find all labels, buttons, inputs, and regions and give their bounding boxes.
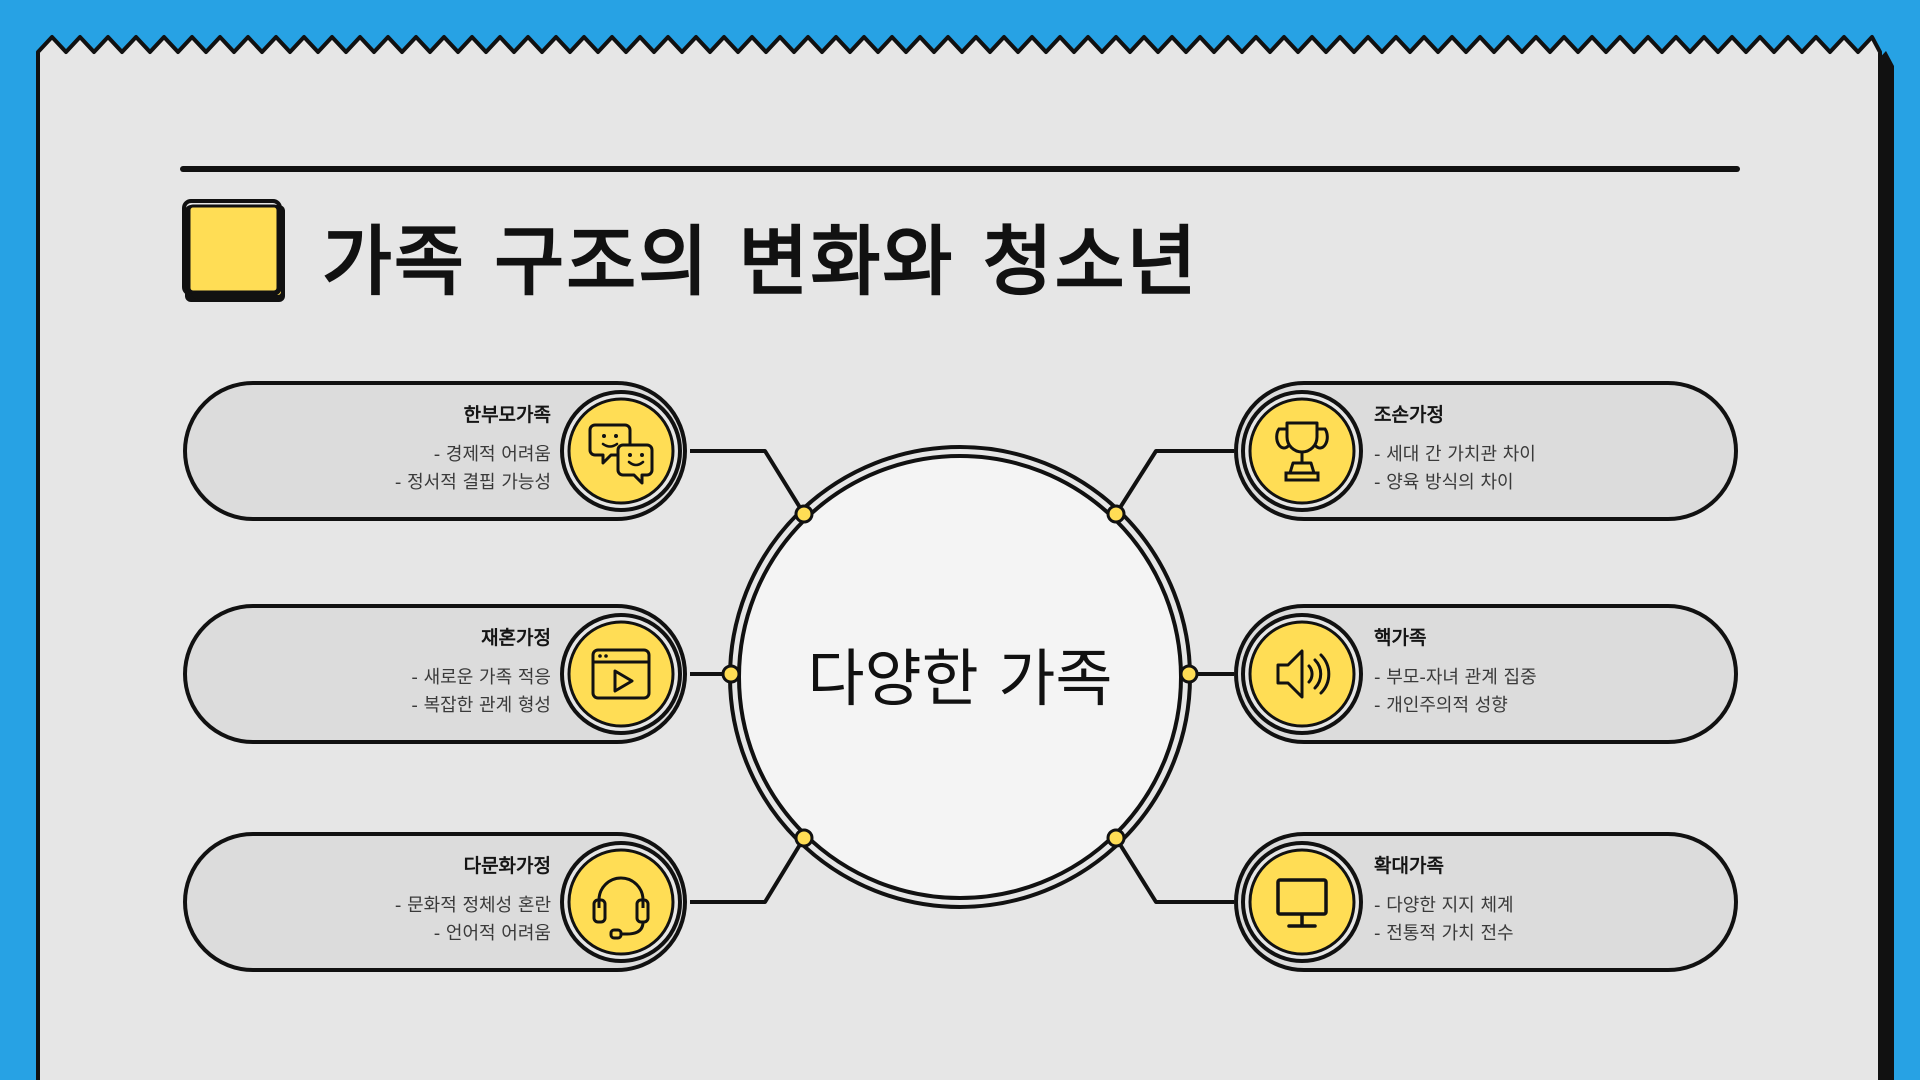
node-detail-line: - 정서적 결핍 가능성	[395, 472, 551, 493]
connector-left-0	[690, 449, 806, 516]
node-right-0: 조손가정 - 세대 간 가치관 차이 - 양육 방식의 차이	[1234, 381, 1738, 521]
title-square-icon	[182, 199, 285, 302]
node-right-1: 핵가족 - 부모-자녀 관계 집중 - 개인주의적 성향	[1234, 604, 1738, 744]
node-detail-line: - 언어적 어려움	[434, 923, 551, 944]
node-detail-line: - 문화적 정체성 혼란	[395, 895, 551, 916]
node-detail-line: - 세대 간 가치관 차이	[1374, 444, 1536, 465]
connector-lines	[690, 449, 1234, 904]
connector-dots	[721, 504, 1199, 848]
node-pill	[1234, 604, 1738, 744]
node-detail-line: - 개인주의적 성향	[1374, 695, 1508, 716]
node-detail-line: - 복잡한 관계 형성	[411, 695, 551, 716]
node-left-1: 재혼가정 - 새로운 가족 적응 - 복잡한 관계 형성	[183, 604, 687, 744]
node-right-2: 확대가족 - 다양한 지지 체계 - 전통적 가치 전수	[1234, 832, 1738, 972]
connector-right-2	[1114, 836, 1234, 904]
node-detail-line: - 다양한 지지 체계	[1374, 895, 1514, 916]
node-title: 핵가족	[1374, 627, 1426, 649]
node-detail-line: - 부모-자녀 관계 집중	[1374, 667, 1537, 688]
connector-dot	[794, 828, 814, 848]
connector-right-0	[1114, 449, 1234, 516]
connector-dot	[1106, 828, 1126, 848]
node-detail-line: - 양육 방식의 차이	[1374, 472, 1514, 493]
node-left-0: 한부모가족 - 경제적 어려움 - 정서적 결핍 가능성	[183, 381, 687, 521]
connector-dot	[1179, 664, 1199, 684]
node-title: 재혼가정	[481, 626, 551, 649]
node-title: 다문화가정	[464, 855, 551, 877]
connector-dot	[721, 664, 741, 684]
node-pill	[183, 381, 687, 521]
node-title: 조손가정	[1374, 404, 1444, 426]
icon-disc	[1248, 848, 1356, 956]
node-pill	[1234, 832, 1738, 972]
page-title: 가족 구조의 변화와 청소년	[322, 217, 1199, 306]
node-title: 확대가족	[1374, 854, 1444, 877]
icon-disc	[567, 848, 675, 956]
node-pill	[183, 832, 687, 972]
node-detail-line: - 새로운 가족 적응	[411, 667, 551, 688]
node-pill	[1234, 381, 1738, 521]
node-title: 한부모가족	[464, 404, 551, 426]
node-left-2: 다문화가정 - 문화적 정체성 혼란 - 언어적 어려움	[183, 832, 687, 972]
family-type-nodes: 한부모가족 - 경제적 어려움 - 정서적 결핍 가능성 조손가정 - 세대 간 가치관…	[183, 381, 1738, 972]
node-pill	[183, 604, 687, 744]
node-detail-line: - 전통적 가치 전수	[1374, 923, 1514, 944]
connector-dot	[794, 504, 814, 524]
node-detail-line: - 경제적 어려움	[434, 444, 551, 465]
connector-left-2	[690, 836, 806, 904]
center-label: 다양한 가족	[808, 642, 1113, 715]
connector-dot	[1106, 504, 1126, 524]
